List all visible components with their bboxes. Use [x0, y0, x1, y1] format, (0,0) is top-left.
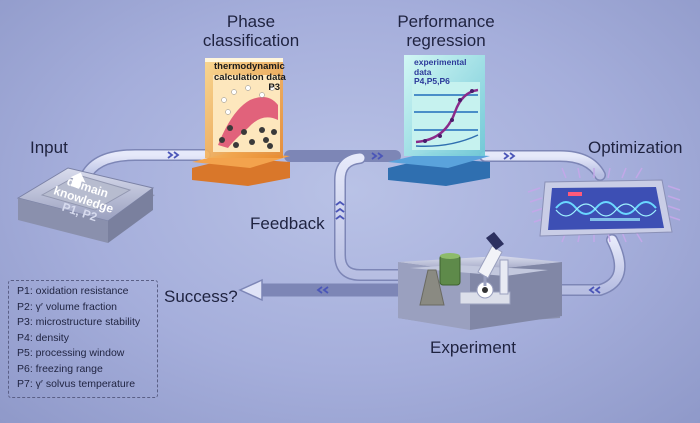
label-performance-line-2: regression [406, 31, 486, 50]
performance-title-1: experimental [414, 57, 467, 67]
legend-item-p6: P6: freezing range [17, 362, 103, 375]
microscope-icon [459, 232, 511, 305]
label-success: Success? [164, 287, 238, 306]
optimization-chip [527, 167, 681, 243]
phase-title-1: thermodynamic [214, 61, 285, 72]
success-arrowhead [238, 278, 263, 302]
legend-item-p3: P3: microstructure stability [17, 316, 141, 328]
input-module [16, 167, 155, 243]
label-feedback: Feedback [250, 214, 325, 233]
legend-box: P1: oxidation resistance P2: γ′ volume f… [8, 280, 158, 398]
label-experiment: Experiment [430, 338, 516, 357]
phase-title-2: calculation data [214, 71, 286, 83]
experiment-platform [398, 232, 562, 330]
legend-item-p4: P4: density [17, 331, 69, 344]
legend-item-p1: P1: oxidation resistance [17, 285, 129, 297]
flask-icon [419, 269, 445, 306]
label-phase-line-1: Phase [226, 12, 276, 31]
phase-module [192, 58, 290, 186]
legend-item-p5: P5: processing window [17, 347, 125, 359]
label-phase-classification: Phase classification [196, 12, 306, 50]
label-phase-line-2: classification [202, 31, 300, 50]
phase-module-text: thermodynamic calculation data P3 [214, 61, 286, 94]
performance-title-2: data [414, 66, 432, 77]
flow-chevrons [167, 151, 601, 294]
beaker-icon [439, 254, 461, 286]
performance-code: P4,P5,P6 [414, 76, 450, 86]
label-performance-line-1: Performance [397, 12, 495, 31]
performance-module-text: experimental data P4,P5,P6 [414, 57, 467, 87]
label-input: Input [30, 138, 68, 157]
legend-item-p2: P2: γ′ volume fraction [17, 300, 118, 313]
label-optimization: Optimization [588, 138, 683, 157]
performance-module [388, 55, 490, 186]
track-network [79, 149, 626, 297]
phase-code: P3 [268, 82, 280, 93]
legend-item-p7: P7: γ′ solvus temperature [17, 378, 136, 390]
label-performance-regression: Performance regression [386, 12, 506, 50]
